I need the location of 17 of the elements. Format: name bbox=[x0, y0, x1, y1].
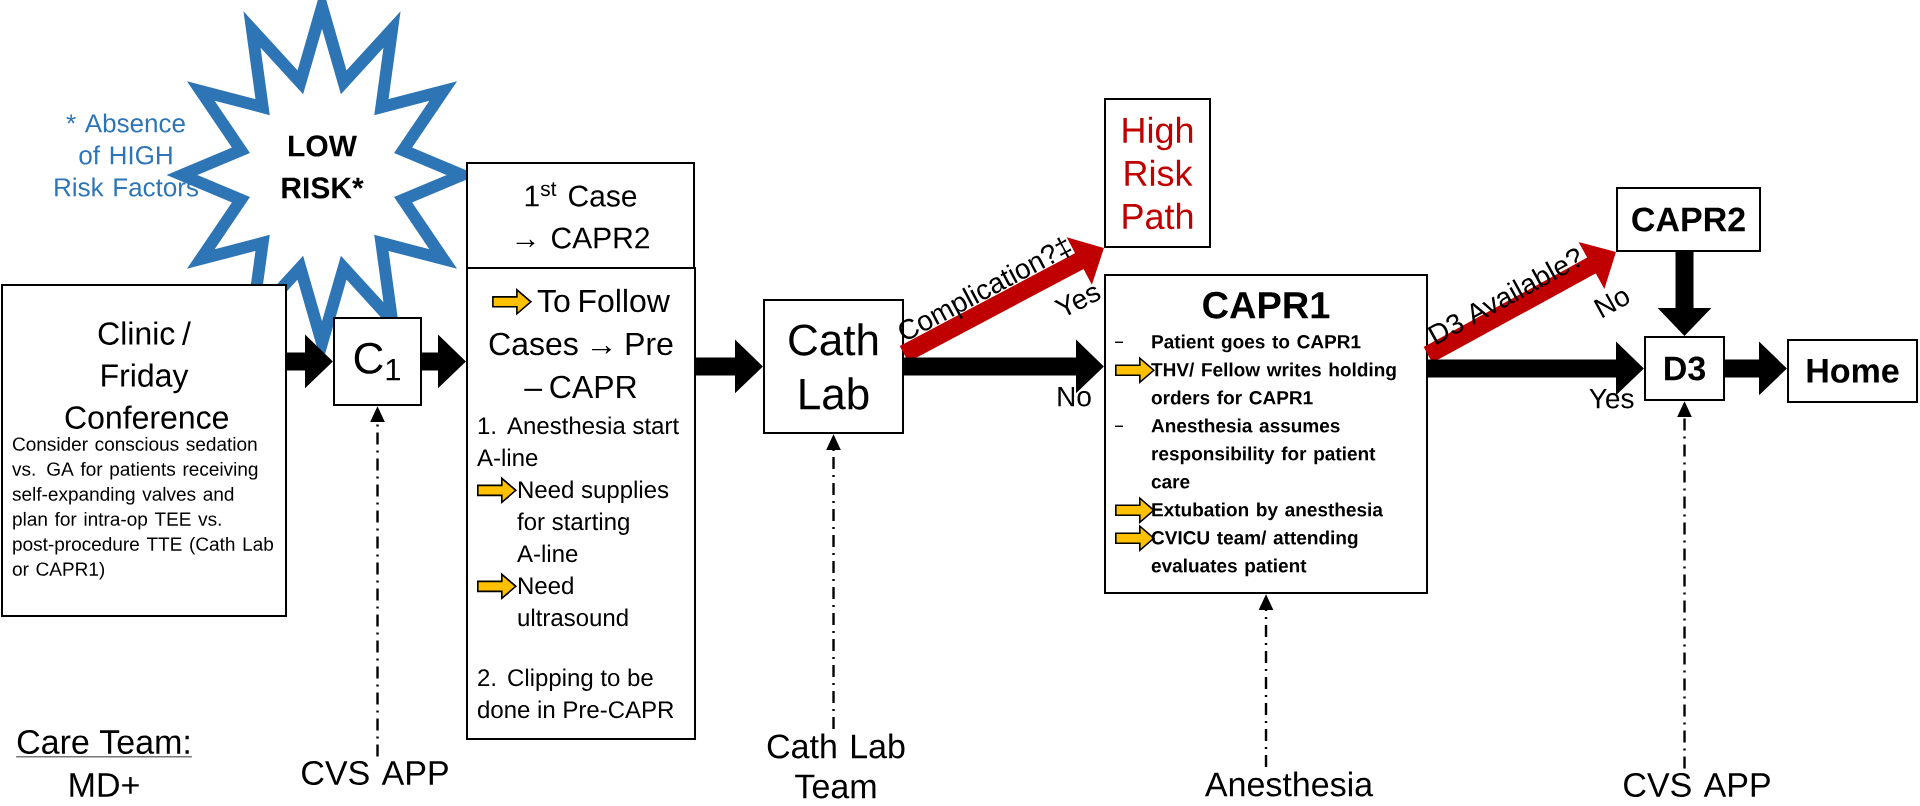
team-label: Anesthesia bbox=[1204, 771, 1374, 797]
process-box: D3 bbox=[1644, 336, 1725, 401]
team-label: MD+ bbox=[70, 773, 139, 797]
process-box: Home bbox=[1787, 339, 1918, 403]
process-box: High Risk Path bbox=[1104, 98, 1211, 248]
team-label: CVS APP bbox=[302, 760, 448, 786]
process-box: Clinic / Friday Conference Consider conscious sedation vs. GA for patients receiving self-expanding valves and plan for intra-op TEE vs. post-procedure TTE (Cath Lab or CAPR1) bbox=[1, 284, 287, 617]
branch-label: No bbox=[1593, 291, 1630, 318]
heading-text: Care Team: bbox=[15, 729, 193, 758]
edge-label: Yes bbox=[1589, 388, 1634, 409]
team-label: Cath Lab Team bbox=[767, 733, 905, 799]
process-box: C$_{1}$ bbox=[333, 317, 422, 406]
process-box: 1$^{st}$ Case → CAPR2 bbox=[466, 162, 695, 269]
edge-label: No bbox=[1058, 386, 1091, 407]
team-label: CVS APP bbox=[1624, 772, 1770, 798]
process-box: CAPR1 Patient goes to CAPR1 THV/ Fellow writes holding orders for CAPR1 Anesthesia assumes responsibility for patient care Extubation by anesthesia CVICU team/ attending evaluates patient bbox=[1104, 274, 1428, 594]
process-box: CAPR2 bbox=[1616, 187, 1761, 252]
